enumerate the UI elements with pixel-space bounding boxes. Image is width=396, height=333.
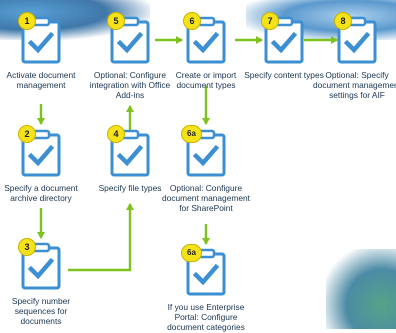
step-label: Specify a document archive directory (4, 183, 78, 204)
step-label: Specify number sequences for documents (11, 296, 71, 327)
clipboard-check-icon (109, 129, 151, 177)
step-label: Optional: Specify document management se… (313, 70, 396, 101)
clipboard-check-icon (109, 16, 151, 64)
step-number-badge: 6 (183, 12, 201, 30)
step-number-badge: 6a (181, 244, 202, 262)
step-number-badge: 2 (18, 125, 36, 143)
step-label: Specify file types (98, 183, 162, 193)
step-label: Specify content types (244, 70, 324, 80)
step-label: Activate document management (6, 70, 76, 91)
step-number-badge: 4 (107, 125, 125, 143)
step-number-badge: 5 (107, 12, 125, 30)
clipboard-check-icon (20, 129, 62, 177)
clipboard-check-icon (185, 16, 227, 64)
step-number-badge: 1 (18, 12, 36, 30)
step-label: If you use Enterprise Portal: Configure … (167, 302, 245, 333)
step-label: Create or import document types (175, 70, 237, 91)
step-number-badge: 7 (261, 12, 279, 30)
step-label: Optional: Configure document management … (162, 183, 250, 214)
clipboard-check-icon (336, 16, 378, 64)
step-number-badge: 6a (181, 125, 202, 143)
clipboard-check-icon (263, 16, 305, 64)
step-number-badge: 8 (334, 12, 352, 30)
step-number-badge: 3 (18, 238, 36, 256)
arrow-3-to-4 (68, 203, 134, 272)
background-decoration-bottom-right (326, 249, 396, 329)
step-label: Optional: Configure integration with Off… (89, 70, 171, 101)
clipboard-check-icon (185, 129, 227, 177)
